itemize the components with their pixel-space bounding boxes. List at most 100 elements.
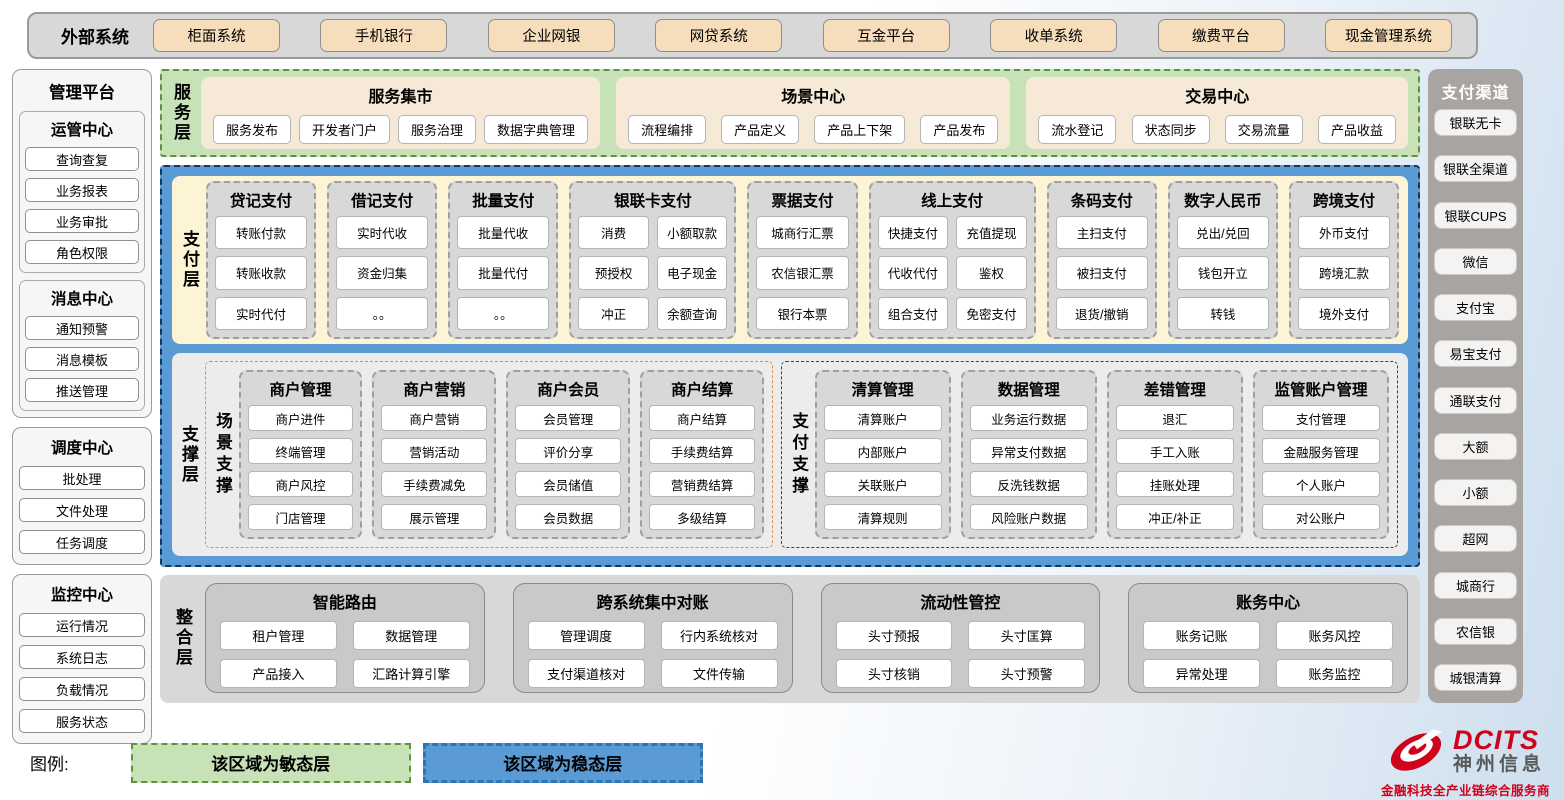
service-item-button[interactable]: 状态同步 — [1131, 114, 1210, 144]
management-item-button[interactable]: 系统日志 — [19, 645, 145, 669]
management-item-button[interactable]: 消息模板 — [25, 347, 139, 371]
support-function-button[interactable]: 支付管理 — [1261, 405, 1380, 431]
service-item-button[interactable]: 数据字典管理 — [484, 114, 589, 144]
support-function-button[interactable]: 反洗钱数据 — [969, 471, 1088, 497]
payment-function-button[interactable]: 批量代收 — [457, 216, 550, 250]
service-item-button[interactable]: 流程编排 — [628, 114, 707, 144]
management-item-button[interactable]: 任务调度 — [19, 530, 145, 554]
support-function-button[interactable]: 商户营销 — [381, 405, 488, 431]
service-item-button[interactable]: 产品上下架 — [814, 114, 906, 144]
support-function-button[interactable]: 多级结算 — [649, 504, 756, 530]
support-function-button[interactable]: 门店管理 — [247, 504, 354, 530]
payment-function-button[interactable]: 组合支付 — [877, 296, 949, 330]
payment-function-button[interactable]: 小额取款 — [656, 216, 728, 250]
payment-channel-button[interactable]: 农信银 — [1434, 617, 1517, 645]
management-item-button[interactable]: 批处理 — [19, 466, 145, 490]
integration-item-button[interactable]: 支付渠道核对 — [527, 658, 645, 688]
payment-function-button[interactable]: 余额查询 — [656, 296, 728, 330]
support-function-button[interactable]: 风险账户数据 — [969, 504, 1088, 530]
support-function-button[interactable]: 手工入账 — [1115, 438, 1234, 464]
payment-function-button[interactable]: 消费 — [578, 216, 649, 250]
service-item-button[interactable]: 产品发布 — [920, 114, 999, 144]
management-item-button[interactable]: 业务审批 — [25, 209, 139, 233]
integration-item-button[interactable]: 租户管理 — [220, 620, 337, 650]
support-function-button[interactable]: 营销费结算 — [649, 471, 756, 497]
support-function-button[interactable]: 内部账户 — [823, 438, 942, 464]
integration-item-button[interactable]: 头寸预报 — [835, 620, 953, 650]
external-system-button[interactable]: 手机银行 — [320, 19, 448, 52]
integration-item-button[interactable]: 管理调度 — [527, 620, 645, 650]
payment-function-button[interactable]: 兑出/兑回 — [1176, 216, 1269, 250]
service-item-button[interactable]: 服务发布 — [213, 114, 292, 144]
external-system-button[interactable]: 缴费平台 — [1157, 19, 1285, 52]
management-item-button[interactable]: 服务状态 — [19, 709, 145, 733]
integration-item-button[interactable]: 文件传输 — [660, 658, 778, 688]
support-function-button[interactable]: 营销活动 — [381, 438, 488, 464]
external-system-button[interactable]: 收单系统 — [990, 19, 1118, 52]
support-function-button[interactable]: 金融服务管理 — [1261, 438, 1380, 464]
payment-function-button[interactable]: 外币支付 — [1297, 216, 1391, 250]
support-function-button[interactable]: 商户结算 — [649, 405, 756, 431]
payment-function-button[interactable]: 免密支付 — [956, 296, 1027, 330]
support-function-button[interactable]: 手续费减免 — [381, 471, 488, 497]
support-function-button[interactable]: 对公账户 — [1261, 504, 1380, 530]
integration-item-button[interactable]: 账务风控 — [1276, 620, 1393, 650]
service-item-button[interactable]: 产品收益 — [1317, 114, 1396, 144]
payment-function-button[interactable]: 境外支付 — [1297, 296, 1391, 330]
integration-item-button[interactable]: 头寸匡算 — [968, 620, 1086, 650]
management-item-button[interactable]: 运行情况 — [19, 613, 145, 637]
integration-item-button[interactable]: 异常处理 — [1143, 658, 1261, 688]
payment-channel-button[interactable]: 小额 — [1434, 479, 1517, 506]
payment-function-button[interactable]: 农信银汇票 — [756, 256, 849, 290]
payment-channel-button[interactable]: 支付宝 — [1434, 294, 1517, 321]
integration-item-button[interactable]: 汇路计算引擎 — [352, 658, 470, 688]
support-function-button[interactable]: 冲正/补正 — [1115, 504, 1234, 530]
integration-item-button[interactable]: 头寸预警 — [968, 658, 1086, 688]
support-function-button[interactable]: 清算账户 — [823, 405, 942, 431]
payment-function-button[interactable]: 电子现金 — [656, 256, 728, 290]
payment-function-button[interactable]: 银行本票 — [756, 296, 849, 330]
support-function-button[interactable]: 会员数据 — [515, 504, 622, 530]
support-function-button[interactable]: 商户风控 — [247, 471, 354, 497]
payment-function-button[interactable]: 。。 — [457, 296, 550, 330]
support-function-button[interactable]: 会员管理 — [515, 405, 622, 431]
payment-function-button[interactable]: 被扫支付 — [1055, 256, 1148, 290]
external-system-button[interactable]: 网贷系统 — [655, 19, 783, 52]
payment-function-button[interactable]: 资金归集 — [336, 256, 429, 290]
management-item-button[interactable]: 文件处理 — [19, 498, 145, 522]
payment-function-button[interactable]: 实时代收 — [336, 216, 429, 250]
payment-function-button[interactable]: 鉴权 — [956, 256, 1027, 290]
integration-item-button[interactable]: 数据管理 — [352, 620, 470, 650]
payment-function-button[interactable]: 退货/撤销 — [1055, 296, 1148, 330]
external-system-button[interactable]: 现金管理系统 — [1324, 19, 1452, 52]
service-item-button[interactable]: 交易流量 — [1224, 114, 1303, 144]
support-function-button[interactable]: 终端管理 — [247, 438, 354, 464]
integration-item-button[interactable]: 头寸核销 — [835, 658, 953, 688]
support-function-button[interactable]: 业务运行数据 — [969, 405, 1088, 431]
payment-function-button[interactable]: 代收代付 — [877, 256, 949, 290]
payment-function-button[interactable]: 快捷支付 — [877, 216, 949, 250]
support-function-button[interactable]: 会员储值 — [515, 471, 622, 497]
external-system-button[interactable]: 互金平台 — [822, 19, 950, 52]
payment-channel-button[interactable]: 微信 — [1434, 247, 1517, 275]
support-function-button[interactable]: 关联账户 — [823, 471, 942, 497]
management-item-button[interactable]: 业务报表 — [25, 178, 139, 202]
payment-function-button[interactable]: 转账付款 — [215, 216, 308, 250]
payment-channel-button[interactable]: 银联CUPS — [1434, 201, 1517, 229]
support-function-button[interactable]: 商户进件 — [247, 405, 354, 431]
service-item-button[interactable]: 服务治理 — [398, 114, 477, 144]
support-function-button[interactable]: 评价分享 — [515, 438, 622, 464]
payment-channel-button[interactable]: 银联无卡 — [1434, 109, 1517, 136]
service-item-button[interactable]: 产品定义 — [721, 114, 800, 144]
support-function-button[interactable]: 手续费结算 — [649, 438, 756, 464]
payment-function-button[interactable]: 预授权 — [578, 256, 649, 290]
integration-item-button[interactable]: 账务记账 — [1143, 620, 1261, 650]
payment-function-button[interactable]: 充值提现 — [956, 216, 1027, 250]
payment-channel-button[interactable]: 银联全渠道 — [1434, 155, 1517, 183]
payment-function-button[interactable]: 批量代付 — [457, 256, 550, 290]
external-system-button[interactable]: 柜面系统 — [153, 19, 280, 52]
payment-channel-button[interactable]: 城银清算 — [1434, 664, 1517, 691]
management-item-button[interactable]: 推送管理 — [25, 378, 139, 402]
support-function-button[interactable]: 清算规则 — [823, 504, 942, 530]
payment-channel-button[interactable]: 易宝支付 — [1434, 340, 1517, 368]
